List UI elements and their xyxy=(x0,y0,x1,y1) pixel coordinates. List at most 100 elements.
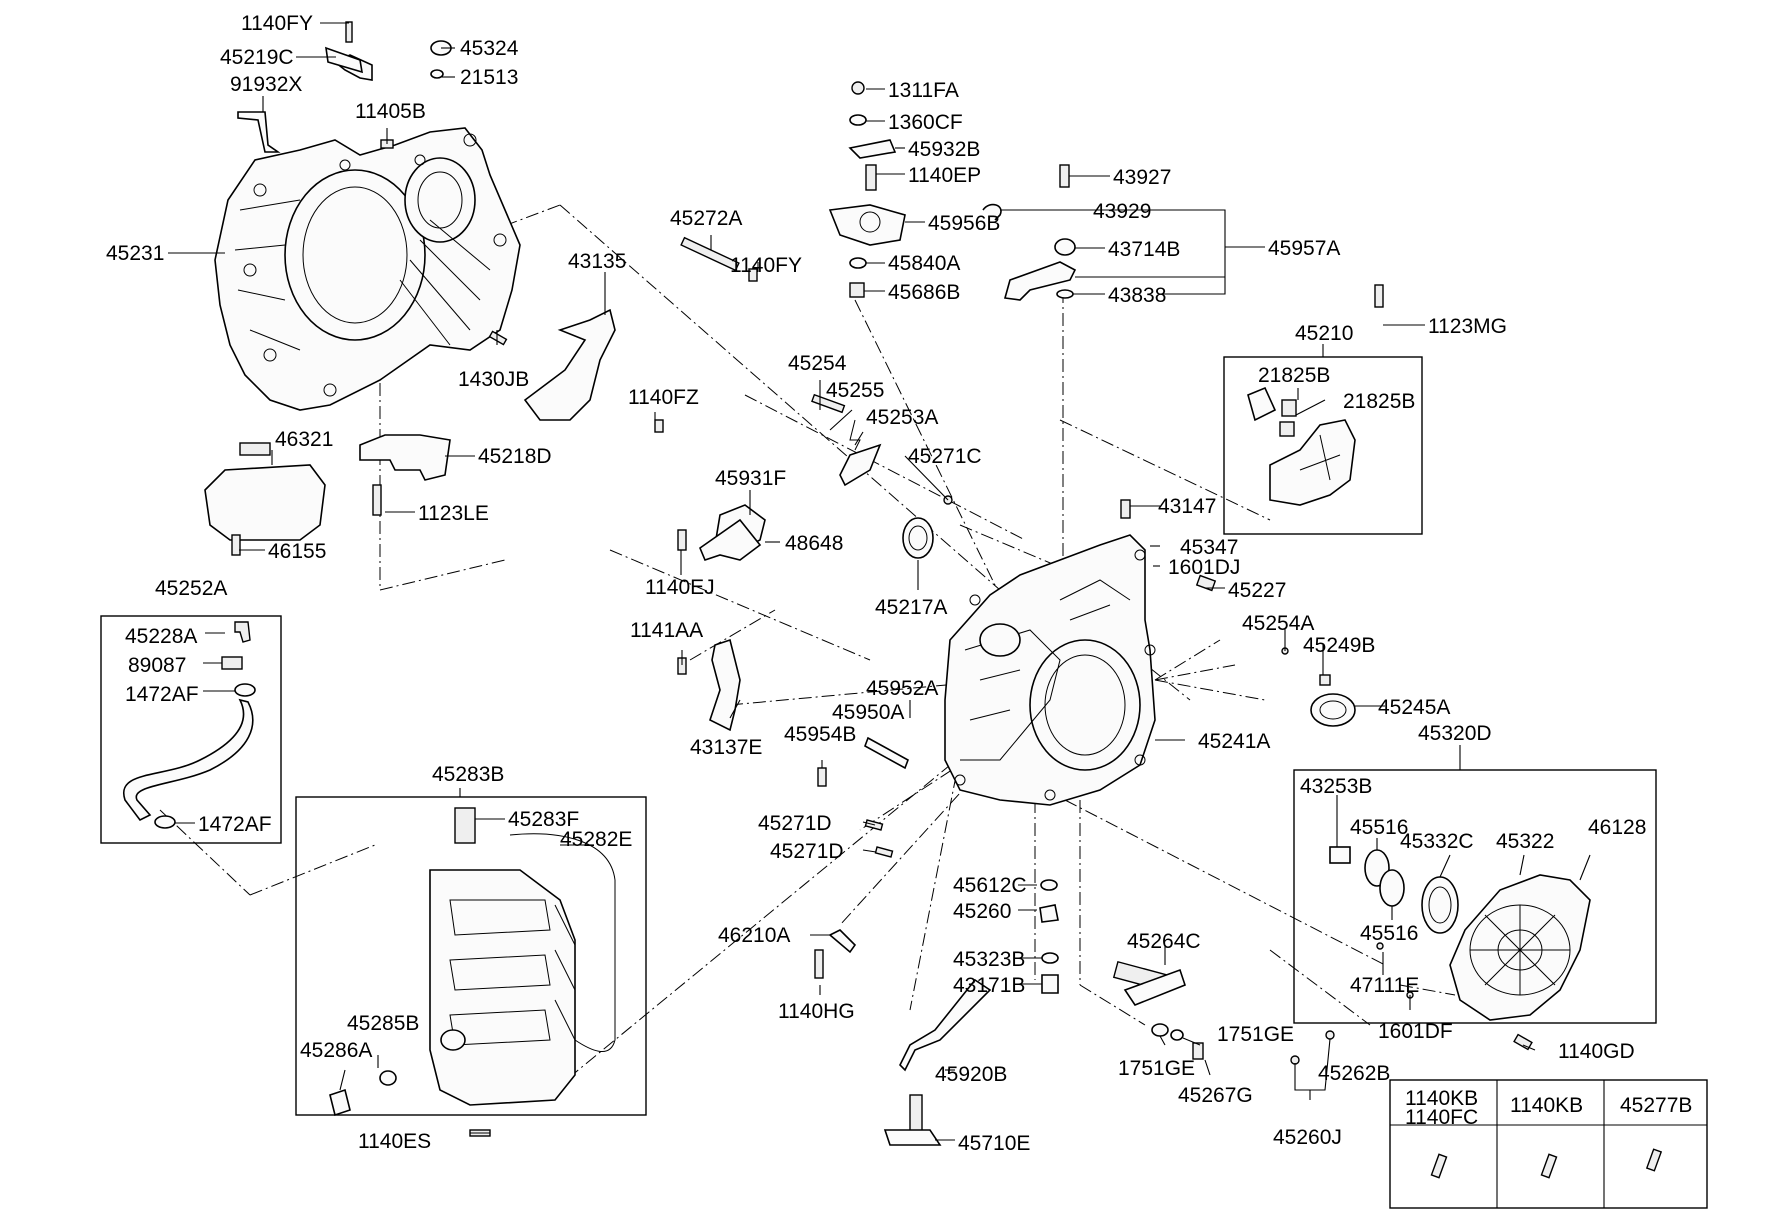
label-45954B: 45954B xyxy=(784,723,856,746)
legend-col2: 1140KB xyxy=(1510,1094,1583,1117)
torque-converter-housing xyxy=(214,127,521,411)
label-46155: 46155 xyxy=(268,540,326,563)
label-45931F: 45931F xyxy=(715,467,786,490)
label-1140FZ: 1140FZ xyxy=(628,386,699,409)
bracket-45218D xyxy=(359,434,451,481)
label-1472AF-bottom: 1472AF xyxy=(198,813,272,836)
hose-kit-box xyxy=(100,615,282,844)
label-1430JB: 1430JB xyxy=(458,368,529,391)
label-45347: 45347 xyxy=(1180,536,1238,559)
label-45323B: 45323B xyxy=(953,948,1025,971)
label-45228A: 45228A xyxy=(125,625,197,648)
label-1751GE-right: 1751GE xyxy=(1217,1023,1294,1046)
label-45217A: 45217A xyxy=(875,596,947,619)
label-45262B: 45262B xyxy=(1318,1062,1390,1085)
label-1140ES: 1140ES xyxy=(358,1130,431,1153)
selector-stack xyxy=(828,81,906,298)
label-1140HG: 1140HG xyxy=(778,1000,855,1023)
label-45271D-top: 45271D xyxy=(758,812,832,835)
label-45516-bottom: 45516 xyxy=(1360,922,1418,945)
oil-baffle xyxy=(523,308,616,421)
label-45320D: 45320D xyxy=(1418,722,1492,745)
label-46128: 46128 xyxy=(1588,816,1646,839)
label-43135: 43135 xyxy=(568,250,626,273)
label-89087: 89087 xyxy=(128,654,186,677)
oil-pan xyxy=(329,807,616,1117)
label-45956B: 45956B xyxy=(928,212,1000,235)
label-1140FY-mid: 1140FY xyxy=(730,254,802,277)
transaxle-case xyxy=(944,499,1156,806)
label-45286A: 45286A xyxy=(300,1039,372,1062)
label-45260J: 45260J xyxy=(1273,1126,1342,1149)
legend-table: 1140KB 1140FC 1140KB 45277B xyxy=(1389,1079,1708,1209)
label-45952A: 45952A xyxy=(866,677,938,700)
label-45253A: 45253A xyxy=(866,406,938,429)
oil-filter xyxy=(204,442,326,556)
label-45271C: 45271C xyxy=(908,445,982,468)
label-45710E: 45710E xyxy=(958,1132,1030,1155)
label-45218D: 45218D xyxy=(478,445,552,468)
bolt-1123MG xyxy=(1374,284,1384,308)
hose-kit xyxy=(122,621,256,829)
label-1311FA: 1311FA xyxy=(888,79,959,102)
label-45264C: 45264C xyxy=(1127,930,1201,953)
label-43929: 43929 xyxy=(1093,200,1151,223)
legend-col1-line2: 1140FC xyxy=(1405,1106,1478,1129)
detent-lever-group xyxy=(982,164,1077,301)
label-45241A: 45241A xyxy=(1198,730,1270,753)
label-43171B: 43171B xyxy=(953,974,1025,997)
label-45324: 45324 xyxy=(460,37,519,60)
label-45227: 45227 xyxy=(1228,579,1286,602)
label-45231: 45231 xyxy=(106,242,164,265)
label-45272A: 45272A xyxy=(670,207,742,230)
label-45322: 45322 xyxy=(1496,830,1554,853)
label-1140EP: 1140EP xyxy=(908,164,981,187)
label-1140FY-top: 1140FY xyxy=(241,12,313,35)
label-45249B: 45249B xyxy=(1303,634,1375,657)
label-45260: 45260 xyxy=(953,900,1011,923)
label-43714B: 43714B xyxy=(1108,238,1180,261)
label-48648: 48648 xyxy=(785,532,843,555)
label-1472AF-top: 1472AF xyxy=(125,683,199,706)
label-1123MG: 1123MG xyxy=(1428,315,1507,338)
part-labels: 1140FY 45219C 91932X 45324 21513 11405B … xyxy=(106,12,1646,1155)
label-91932X: 91932X xyxy=(230,73,302,96)
label-46210A: 46210A xyxy=(718,924,790,947)
label-1751GE-left: 1751GE xyxy=(1118,1057,1195,1080)
cover-45210 xyxy=(1247,386,1356,506)
label-43927: 43927 xyxy=(1113,166,1171,189)
label-45282E: 45282E xyxy=(560,828,632,851)
label-45252A: 45252A xyxy=(155,577,227,600)
label-43838: 43838 xyxy=(1108,284,1166,307)
label-45516-top: 45516 xyxy=(1350,816,1408,839)
label-46321: 46321 xyxy=(275,428,333,451)
label-45840A: 45840A xyxy=(888,252,960,275)
label-45283F: 45283F xyxy=(508,808,579,831)
label-1141AA: 1141AA xyxy=(630,619,703,642)
leader-lines xyxy=(168,22,1591,1141)
label-1123LE: 1123LE xyxy=(418,502,489,525)
bracket-45931F xyxy=(699,518,762,561)
label-45219C: 45219C xyxy=(220,46,294,69)
label-21513: 21513 xyxy=(460,66,518,89)
label-1360CF: 1360CF xyxy=(888,111,963,134)
small-parts-top-left xyxy=(237,21,758,433)
label-11405B: 11405B xyxy=(355,100,426,123)
label-45210: 45210 xyxy=(1295,322,1353,345)
label-45267G: 45267G xyxy=(1178,1084,1253,1107)
label-43137E: 43137E xyxy=(690,736,762,759)
legend-col1-line1: 1140KB xyxy=(1405,1087,1478,1110)
label-1140GD: 1140GD xyxy=(1558,1040,1635,1063)
label-45255: 45255 xyxy=(826,379,884,402)
label-45950A: 45950A xyxy=(832,701,904,724)
label-45686B: 45686B xyxy=(888,281,960,304)
oil-pan-box xyxy=(295,796,647,1116)
label-45285B: 45285B xyxy=(347,1012,419,1035)
label-21825B-right: 21825B xyxy=(1343,390,1415,413)
label-45254A: 45254A xyxy=(1242,612,1314,635)
label-45612C: 45612C xyxy=(953,874,1027,897)
label-43253B: 43253B xyxy=(1300,775,1372,798)
end-cover-45322 xyxy=(1329,846,1591,1021)
